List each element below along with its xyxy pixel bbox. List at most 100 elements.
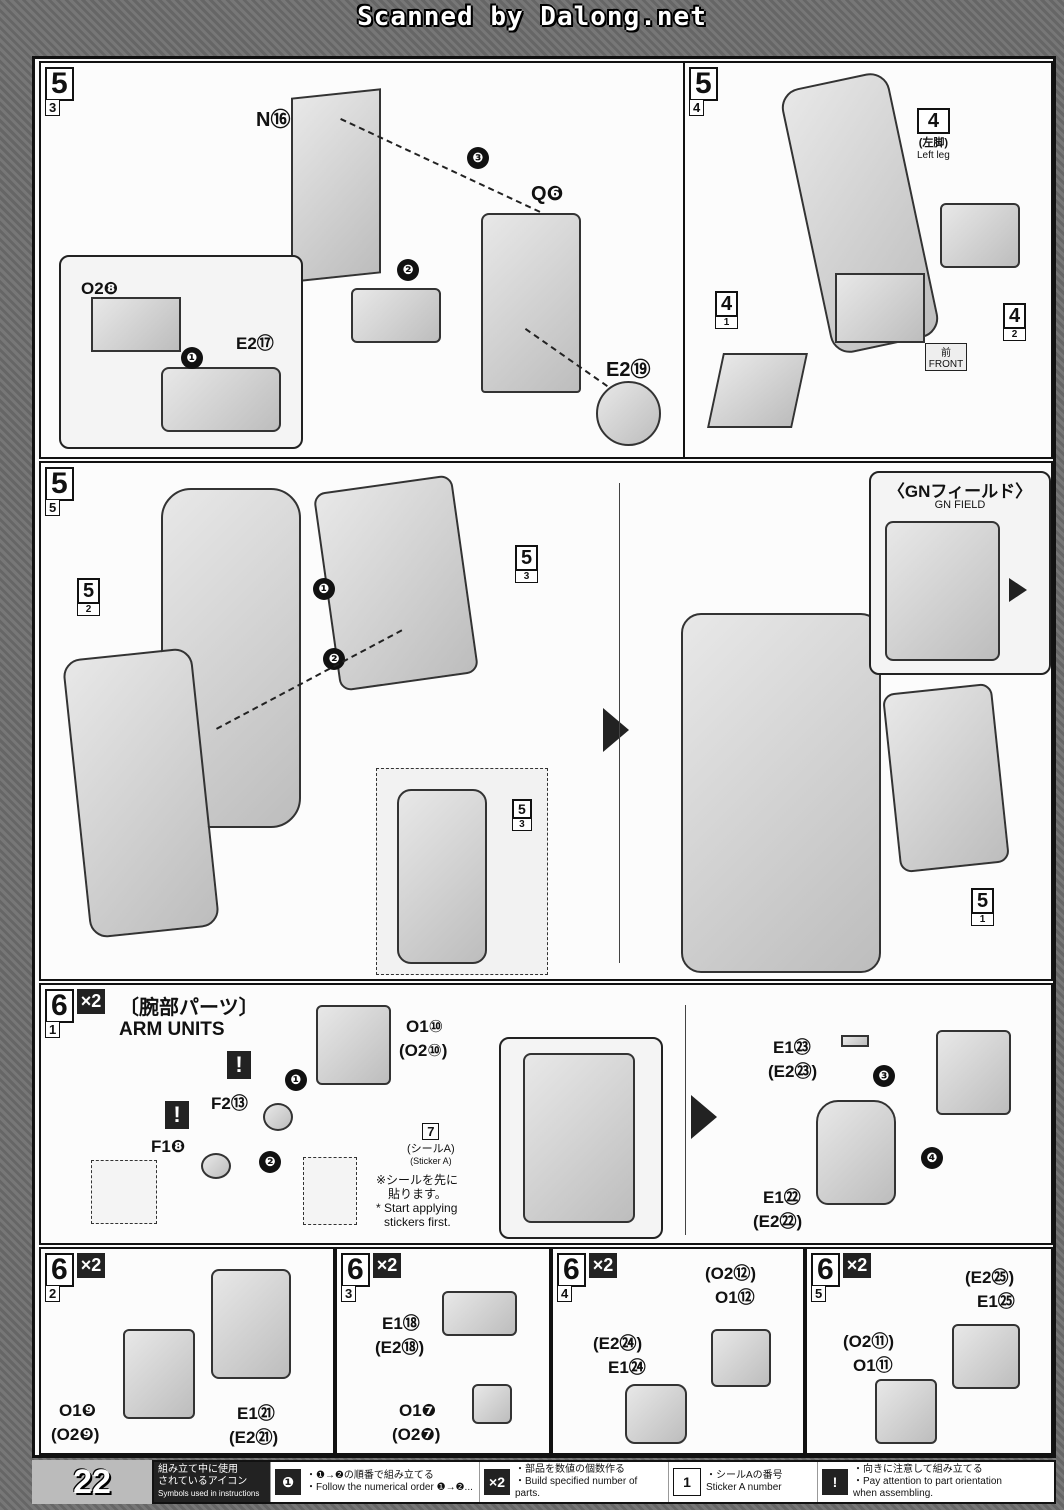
ref-sub: 3 <box>515 571 539 583</box>
detail-box: 5 3 <box>376 768 548 975</box>
sticker-note: ※シールを先に 貼ります。 * Start applying stickers … <box>376 1173 458 1229</box>
part-label: E2⑲ <box>606 359 651 381</box>
inset-part-lower <box>161 367 281 432</box>
front-indicator: 前 FRONT <box>925 343 967 371</box>
multiplier-badge: ×2 <box>588 1253 618 1278</box>
ref-sub: 1 <box>715 317 739 329</box>
legend-sticker-en: Sticker A number <box>706 1482 782 1493</box>
ref-5-3: 5 3 <box>515 545 539 583</box>
small-detail-right <box>303 1157 357 1225</box>
part-label: E1㉔ <box>608 1358 646 1377</box>
sticker-jp: (シールA) <box>407 1143 455 1155</box>
legend-order-jp: ・❶→❷の順番で組み立てる <box>306 1470 434 1481</box>
icon-legend: 組み立て中に使用 されているアイコン Symbols used in instr… <box>152 1460 1056 1504</box>
sticker-en: (Sticker A) <box>410 1156 452 1166</box>
page-number: 22 <box>32 1460 152 1504</box>
order-marker: ❶ <box>313 578 335 600</box>
foot-part <box>835 273 925 343</box>
ref-sub: 2 <box>77 604 101 616</box>
part-label: (E2⑱) <box>375 1338 425 1357</box>
part-label: O1⑫ <box>715 1288 755 1307</box>
part-label: Q❻ <box>531 183 564 205</box>
multiply-icon: ×2 <box>484 1469 510 1495</box>
footer: 22 組み立て中に使用 されているアイコン Symbols used in in… <box>32 1460 1056 1504</box>
gn-field-title-jp: 〈GNフィールド〉 <box>887 482 1033 501</box>
gn-field-part <box>881 682 1011 874</box>
inset-part-upper <box>91 297 181 352</box>
arm-claw-part <box>316 1005 391 1085</box>
legend-orientation-jp: ・向きに注意して組み立てる <box>853 1464 983 1475</box>
multiplier-badge: ×2 <box>76 1253 106 1278</box>
legend-title-en: Symbols used in instructions <box>158 1489 260 1498</box>
ref-number: 5 <box>971 888 995 914</box>
front-en: FRONT <box>928 359 964 370</box>
legend-title-jp2: されているアイコン <box>158 1476 248 1487</box>
panel-step-6-5: 6×2 5 (E2㉕) E1㉕ (O2⑪) O1⑪ <box>805 1247 1053 1455</box>
ref-number: 5 <box>77 578 101 604</box>
sphere-part <box>596 381 661 446</box>
legend-order: ❶ ・❶→❷の順番で組み立てる・Follow the numerical ord… <box>271 1462 480 1502</box>
substep-number: 5 <box>811 1285 827 1302</box>
substep-number: 1 <box>45 1021 61 1038</box>
chest-front-part <box>481 213 581 393</box>
ref-sub: 1 <box>971 914 995 926</box>
step-number: 6 <box>45 1253 74 1287</box>
ref-sub: 3 <box>512 819 532 831</box>
panel-step-6-3: 6×2 3 E1⑱ (E2⑱) O1❼ (O2❼) <box>335 1247 551 1455</box>
ref-en: Left leg <box>917 150 950 161</box>
joint-part-f1 <box>201 1153 231 1179</box>
order-marker: ❷ <box>397 259 419 281</box>
part-label: E1㉕ <box>977 1292 1015 1311</box>
part-label: (O2⑫) <box>705 1264 756 1283</box>
panel-step-6-4: 6×2 4 (O2⑫) O1⑫ (E2㉔) E1㉔ <box>551 1247 805 1455</box>
ref-number: 4 <box>1003 303 1027 329</box>
panel-step-6-2: 6×2 2 O1❾ (O2❾) E1㉑ (E2㉑) <box>39 1247 335 1455</box>
small-detail-left <box>91 1160 157 1224</box>
part-label: (E2㉒) <box>753 1212 803 1231</box>
next-arrow-icon <box>603 708 629 752</box>
elbow-cover-part <box>442 1291 517 1336</box>
part-label: O2❽ <box>81 279 119 298</box>
ref-4-2: 4 2 <box>1003 303 1027 341</box>
upper-arm-part <box>711 1329 771 1387</box>
elbow-joint-part <box>472 1384 512 1424</box>
assembled-leg <box>681 613 881 973</box>
part-label: E1⑱ <box>382 1314 420 1333</box>
multiplier-badge: ×2 <box>76 989 106 1014</box>
arm-claw-part-b <box>936 1030 1011 1115</box>
panel-step-6-1: 6×2 1 〔腕部パーツ〕 ARM UNITS O1⑩ (O2⑩) F2⑬ F1… <box>39 983 1053 1245</box>
toe-cap-part <box>940 203 1020 268</box>
note-en-line1: * Start applying <box>376 1201 458 1215</box>
part-label: (E2㉑) <box>229 1428 279 1447</box>
sticker-inset <box>499 1037 663 1239</box>
ref-5-3-detail: 5 3 <box>512 799 532 831</box>
gn-field-arrow-icon <box>1009 578 1027 602</box>
substep-number: 3 <box>341 1285 357 1302</box>
order-marker: ❶ <box>181 347 203 369</box>
substep-number: 4 <box>689 99 705 116</box>
order-marker: ❹ <box>921 1147 943 1169</box>
part-label: E1㉒ <box>763 1188 801 1207</box>
claw-sticker-detail <box>523 1053 635 1223</box>
arm-base-part <box>816 1100 896 1205</box>
small-pin-part <box>841 1035 869 1047</box>
step-number: 5 <box>45 67 74 101</box>
part-label: N⑯ <box>256 109 291 131</box>
legend-multiply-jp: ・部品を数値の個数作る <box>515 1464 625 1475</box>
part-label: (E2㉕) <box>965 1268 1015 1287</box>
part-label: (E2㉓) <box>768 1062 818 1081</box>
order-marker: ❶ <box>285 1069 307 1091</box>
ref-number: 4 <box>917 108 950 134</box>
part-label: O1⑩ <box>406 1017 444 1036</box>
part-label: (O2⑩) <box>399 1041 448 1060</box>
ref-5-2: 5 2 <box>77 578 101 616</box>
part-label: (O2❾) <box>51 1425 100 1444</box>
chest-lower-part <box>351 288 441 343</box>
part-label: E1㉑ <box>237 1404 275 1423</box>
part-label: O1❾ <box>59 1401 97 1420</box>
warning-icon: ! <box>822 1469 848 1495</box>
legend-title-jp1: 組み立て中に使用 <box>158 1464 238 1475</box>
arm-units-title-en: ARM UNITS <box>119 1019 225 1040</box>
forearm-right-part <box>211 1269 291 1379</box>
